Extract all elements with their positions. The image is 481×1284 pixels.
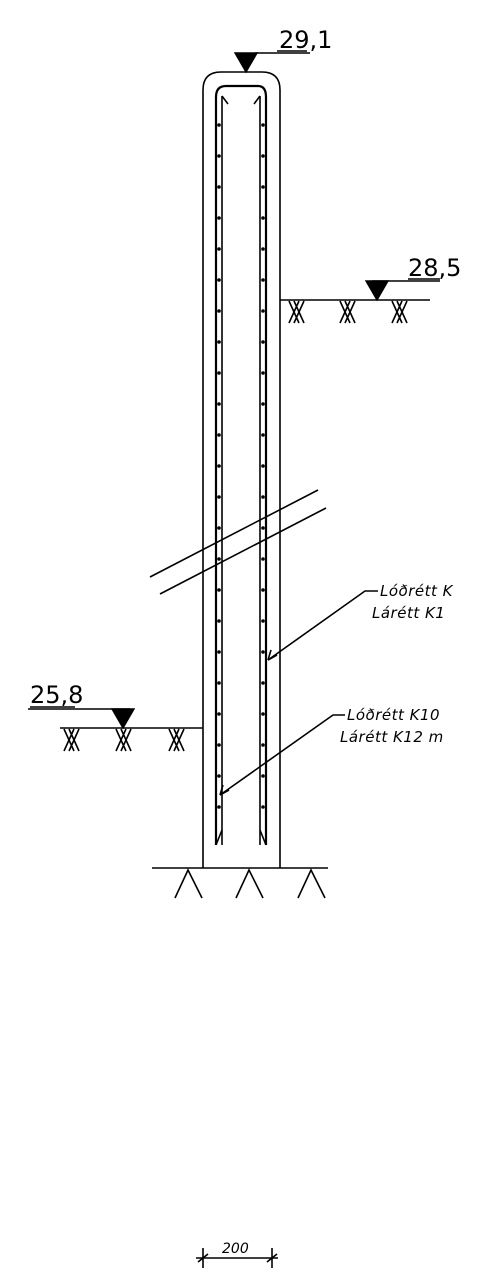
rebar-dot bbox=[217, 464, 221, 468]
foundation-hatch bbox=[174, 868, 326, 899]
rebar-dot bbox=[261, 371, 265, 375]
right-elevation-text: 28,5 bbox=[408, 254, 461, 282]
rebar-dot bbox=[217, 309, 221, 313]
rebar-dot bbox=[217, 588, 221, 592]
rebar-dot bbox=[261, 123, 265, 127]
rebar-dot bbox=[217, 371, 221, 375]
rebar-dot bbox=[261, 340, 265, 344]
rebar-dot bbox=[261, 557, 265, 561]
rebar-dot bbox=[217, 185, 221, 189]
rebar-hook-bottom-right bbox=[259, 829, 267, 846]
rebar-dot bbox=[261, 185, 265, 189]
rebar-dot bbox=[261, 464, 265, 468]
rebar-dot bbox=[217, 650, 221, 654]
rebar-dot bbox=[217, 526, 221, 530]
break-line-lower bbox=[159, 507, 327, 595]
rebar-dot bbox=[217, 402, 221, 406]
dimension-slash-right bbox=[266, 1253, 278, 1263]
upper-note-line2: Lárétt K1 bbox=[372, 604, 445, 622]
rebar-dot bbox=[217, 619, 221, 623]
rebar-dot bbox=[217, 216, 221, 220]
rebar-dot bbox=[261, 588, 265, 592]
rebar-dot bbox=[261, 650, 265, 654]
rebar-dot bbox=[261, 216, 265, 220]
rebar-dot bbox=[261, 309, 265, 313]
rebar-dot bbox=[261, 774, 265, 778]
rebar-dot bbox=[261, 619, 265, 623]
rebar-dot bbox=[261, 247, 265, 251]
rebar-dot bbox=[217, 247, 221, 251]
top-elevation-triangle bbox=[233, 52, 259, 74]
upper-leader-arrow bbox=[267, 649, 278, 661]
left-elevation-triangle bbox=[110, 708, 136, 730]
rebar-dot bbox=[261, 681, 265, 685]
right-elevation-triangle bbox=[364, 280, 390, 302]
dimension-text: 200 bbox=[222, 1241, 249, 1257]
rebar-dots bbox=[217, 123, 265, 809]
rebar-dot bbox=[261, 526, 265, 530]
wall-outline bbox=[202, 71, 281, 868]
left-ground-hatch bbox=[63, 728, 185, 752]
rebar-dot bbox=[217, 557, 221, 561]
break-line-upper bbox=[149, 489, 319, 578]
rebar-dot bbox=[261, 154, 265, 158]
rebar-hook-top-left bbox=[221, 95, 229, 105]
lower-note-line1: Lóðrétt K10 bbox=[347, 706, 440, 724]
lower-leader-arrow bbox=[219, 784, 230, 796]
rebar-dot bbox=[217, 743, 221, 747]
dimension-slash-left bbox=[197, 1253, 209, 1263]
upper-leader-line bbox=[267, 590, 378, 661]
rebar-dot bbox=[261, 743, 265, 747]
rebar-dot bbox=[217, 495, 221, 499]
lower-leader-line bbox=[219, 714, 345, 796]
lower-note-line2: Lárétt K12 m bbox=[340, 728, 444, 746]
rebar-dot bbox=[217, 433, 221, 437]
rebar-dot bbox=[261, 712, 265, 716]
rebar-dot bbox=[217, 154, 221, 158]
rebar-dot bbox=[217, 805, 221, 809]
rebar-dot bbox=[261, 278, 265, 282]
rebar-dot bbox=[261, 433, 265, 437]
rebar-dot bbox=[217, 278, 221, 282]
rebar-hook-bottom-left bbox=[215, 829, 223, 846]
rebar-dot bbox=[217, 340, 221, 344]
rebar-dot bbox=[261, 402, 265, 406]
rebar-dot bbox=[217, 681, 221, 685]
left-elevation-text: 25,8 bbox=[30, 681, 83, 709]
rebar-cage bbox=[214, 84, 268, 845]
upper-note-line1: Lóðrétt K bbox=[380, 582, 454, 600]
rebar-dot bbox=[217, 712, 221, 716]
rebar-dot bbox=[261, 495, 265, 499]
rebar-dot bbox=[217, 774, 221, 778]
rebar-dot bbox=[217, 123, 221, 127]
rebar-dot bbox=[261, 805, 265, 809]
rebar-hook-top-right bbox=[253, 95, 261, 105]
top-elevation-text: 29,1 bbox=[279, 26, 332, 54]
right-ground-hatch bbox=[288, 300, 408, 324]
